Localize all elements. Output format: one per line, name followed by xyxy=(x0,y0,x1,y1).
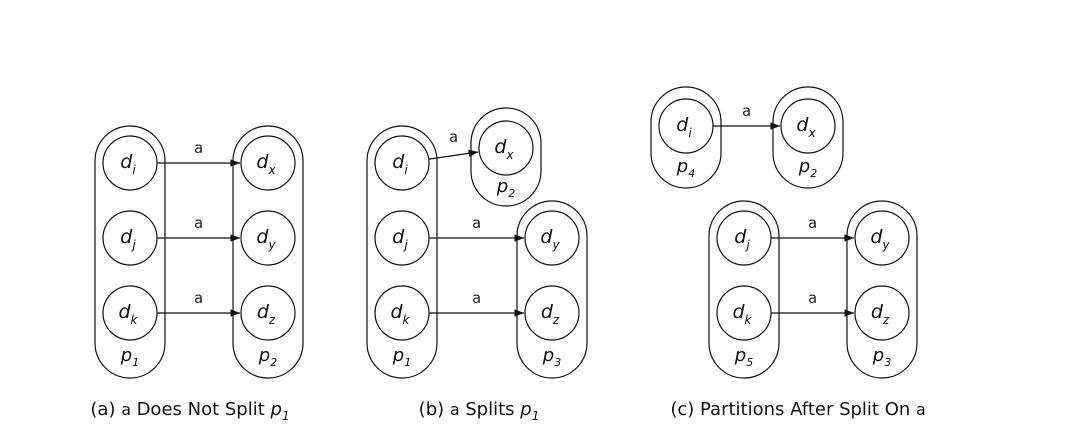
state-node-circle xyxy=(240,135,296,191)
state-node-dy: dy xyxy=(240,210,296,266)
state-node-dk: dk xyxy=(716,285,772,341)
panel-caption-a: (a) a Does Not Split p1 xyxy=(90,399,289,423)
state-node-label-dj: dj xyxy=(734,226,750,252)
state-node-label-dz: dz xyxy=(871,301,890,327)
transition-label: a xyxy=(194,214,203,232)
partition-label-p5: p5 xyxy=(734,345,753,369)
state-node-label-dj: dj xyxy=(120,226,136,252)
partition-p4-outline xyxy=(650,86,722,189)
state-node-circle xyxy=(716,210,772,266)
transition-label: a xyxy=(742,102,751,120)
state-node-label-dz: dz xyxy=(541,301,560,327)
state-node-label-dy: dy xyxy=(540,226,560,252)
partition-label-p4: p4 xyxy=(676,156,695,180)
state-node-label-dx: dx xyxy=(256,151,276,177)
partition-p2-outline xyxy=(232,125,304,379)
partition-p3-outline xyxy=(846,200,918,379)
state-node-dk: dk xyxy=(374,285,430,341)
state-node-dz: dz xyxy=(240,285,296,341)
state-node-circle xyxy=(658,98,714,154)
transition-label: a xyxy=(449,128,458,146)
state-node-circle xyxy=(102,135,158,191)
state-node-circle xyxy=(240,210,296,266)
state-node-circle xyxy=(374,285,430,341)
partition-label-p2: p2 xyxy=(798,156,817,180)
transition-arrow xyxy=(428,149,479,160)
transition-label: a xyxy=(808,214,817,232)
transition-label: a xyxy=(472,214,481,232)
partition-label-p3: p3 xyxy=(872,345,891,369)
partition-p2-outline xyxy=(772,86,844,189)
state-node-circle xyxy=(374,135,430,191)
state-node-dx: dx xyxy=(478,120,534,176)
partition-label-p3: p3 xyxy=(542,345,561,369)
state-node-dz: dz xyxy=(854,285,910,341)
state-node-dx: dx xyxy=(240,135,296,191)
state-node-circle xyxy=(240,285,296,341)
state-node-label-dj: dj xyxy=(392,226,408,252)
state-node-circle xyxy=(102,285,158,341)
partition-label-p1: p1 xyxy=(120,345,139,369)
panel-c: p4 p2 p5 p3 xyxy=(650,86,918,379)
state-node-di: di xyxy=(658,98,714,154)
state-node-dy: dy xyxy=(854,210,910,266)
partition-p3-outline xyxy=(516,200,588,379)
state-node-label-dy: dy xyxy=(256,226,276,252)
state-node-label-dx: dx xyxy=(494,136,514,162)
state-node-circle xyxy=(524,285,580,341)
state-node-dy: dy xyxy=(524,210,580,266)
state-node-dk: dk xyxy=(102,285,158,341)
partition-p1-outline xyxy=(366,125,438,379)
state-node-dz: dz xyxy=(524,285,580,341)
state-node-label-dx: dx xyxy=(796,114,816,140)
state-node-label-dz: dz xyxy=(257,301,276,327)
state-node-label-dy: dy xyxy=(870,226,890,252)
state-node-circle xyxy=(854,285,910,341)
transition-label: a xyxy=(194,139,203,157)
state-node-dx: dx xyxy=(780,98,836,154)
state-node-dj: dj xyxy=(102,210,158,266)
state-node-label-dk: dk xyxy=(118,301,138,327)
state-node-circle xyxy=(716,285,772,341)
state-node-circle xyxy=(854,210,910,266)
partition-p5-outline xyxy=(708,200,780,379)
state-node-circle xyxy=(478,120,534,176)
state-node-circle xyxy=(102,210,158,266)
transition-label: a xyxy=(472,289,481,307)
partition-label-p2: p2 xyxy=(496,176,515,200)
state-node-dj: dj xyxy=(716,210,772,266)
state-node-circle xyxy=(524,210,580,266)
state-node-di: di xyxy=(102,135,158,191)
state-node-circle xyxy=(374,210,430,266)
transition-label: a xyxy=(808,289,817,307)
state-node-label-dk: dk xyxy=(390,301,410,327)
state-node-di: di xyxy=(374,135,430,191)
partition-p1-outline xyxy=(94,125,166,379)
state-node-dj: dj xyxy=(374,210,430,266)
state-node-circle xyxy=(780,98,836,154)
panel-caption-c: (c) Partitions After Split On a xyxy=(670,399,925,420)
partition-label-p2: p2 xyxy=(258,345,277,369)
partition-label-p1: p1 xyxy=(392,345,411,369)
state-node-label-dk: dk xyxy=(732,301,752,327)
state-node-label-di: di xyxy=(392,151,408,177)
state-node-label-di: di xyxy=(676,114,692,140)
state-node-label-di: di xyxy=(120,151,136,177)
panel-a: p1 p2 xyxy=(94,125,304,379)
transition-label: a xyxy=(194,289,203,307)
panel-caption-b: (b) a Splits p1 xyxy=(419,399,540,423)
